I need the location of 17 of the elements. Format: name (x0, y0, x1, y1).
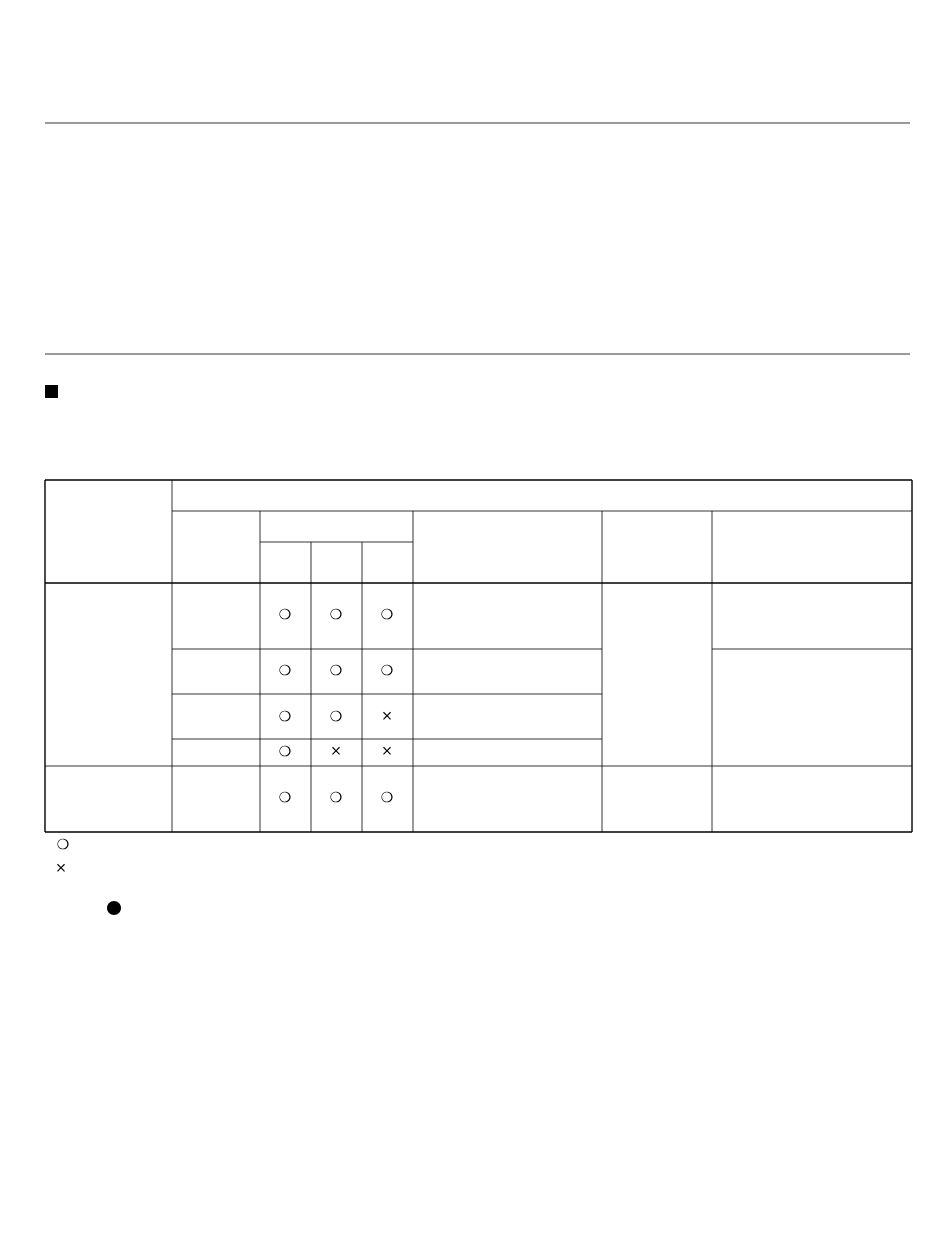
table-mark: × (383, 711, 391, 720)
table-mark: ❍ (330, 791, 342, 803)
note-symbol: ❍ (57, 838, 69, 850)
table-mark: ❍ (279, 791, 291, 803)
table-mark: ❍ (279, 745, 291, 757)
table-mark: ❍ (381, 608, 393, 620)
table-mark: ❍ (330, 710, 342, 722)
note-symbol: × (57, 863, 65, 872)
table-mark: × (332, 746, 340, 755)
table-mark: ❍ (381, 664, 393, 676)
table-mark: ❍ (330, 664, 342, 676)
table-mark: ❍ (279, 608, 291, 620)
table-mark: ❍ (381, 791, 393, 803)
table-mark: ❍ (330, 608, 342, 620)
table-mark: ❍ (279, 664, 291, 676)
table-mark: × (383, 746, 391, 755)
table-mark: ❍ (279, 710, 291, 722)
